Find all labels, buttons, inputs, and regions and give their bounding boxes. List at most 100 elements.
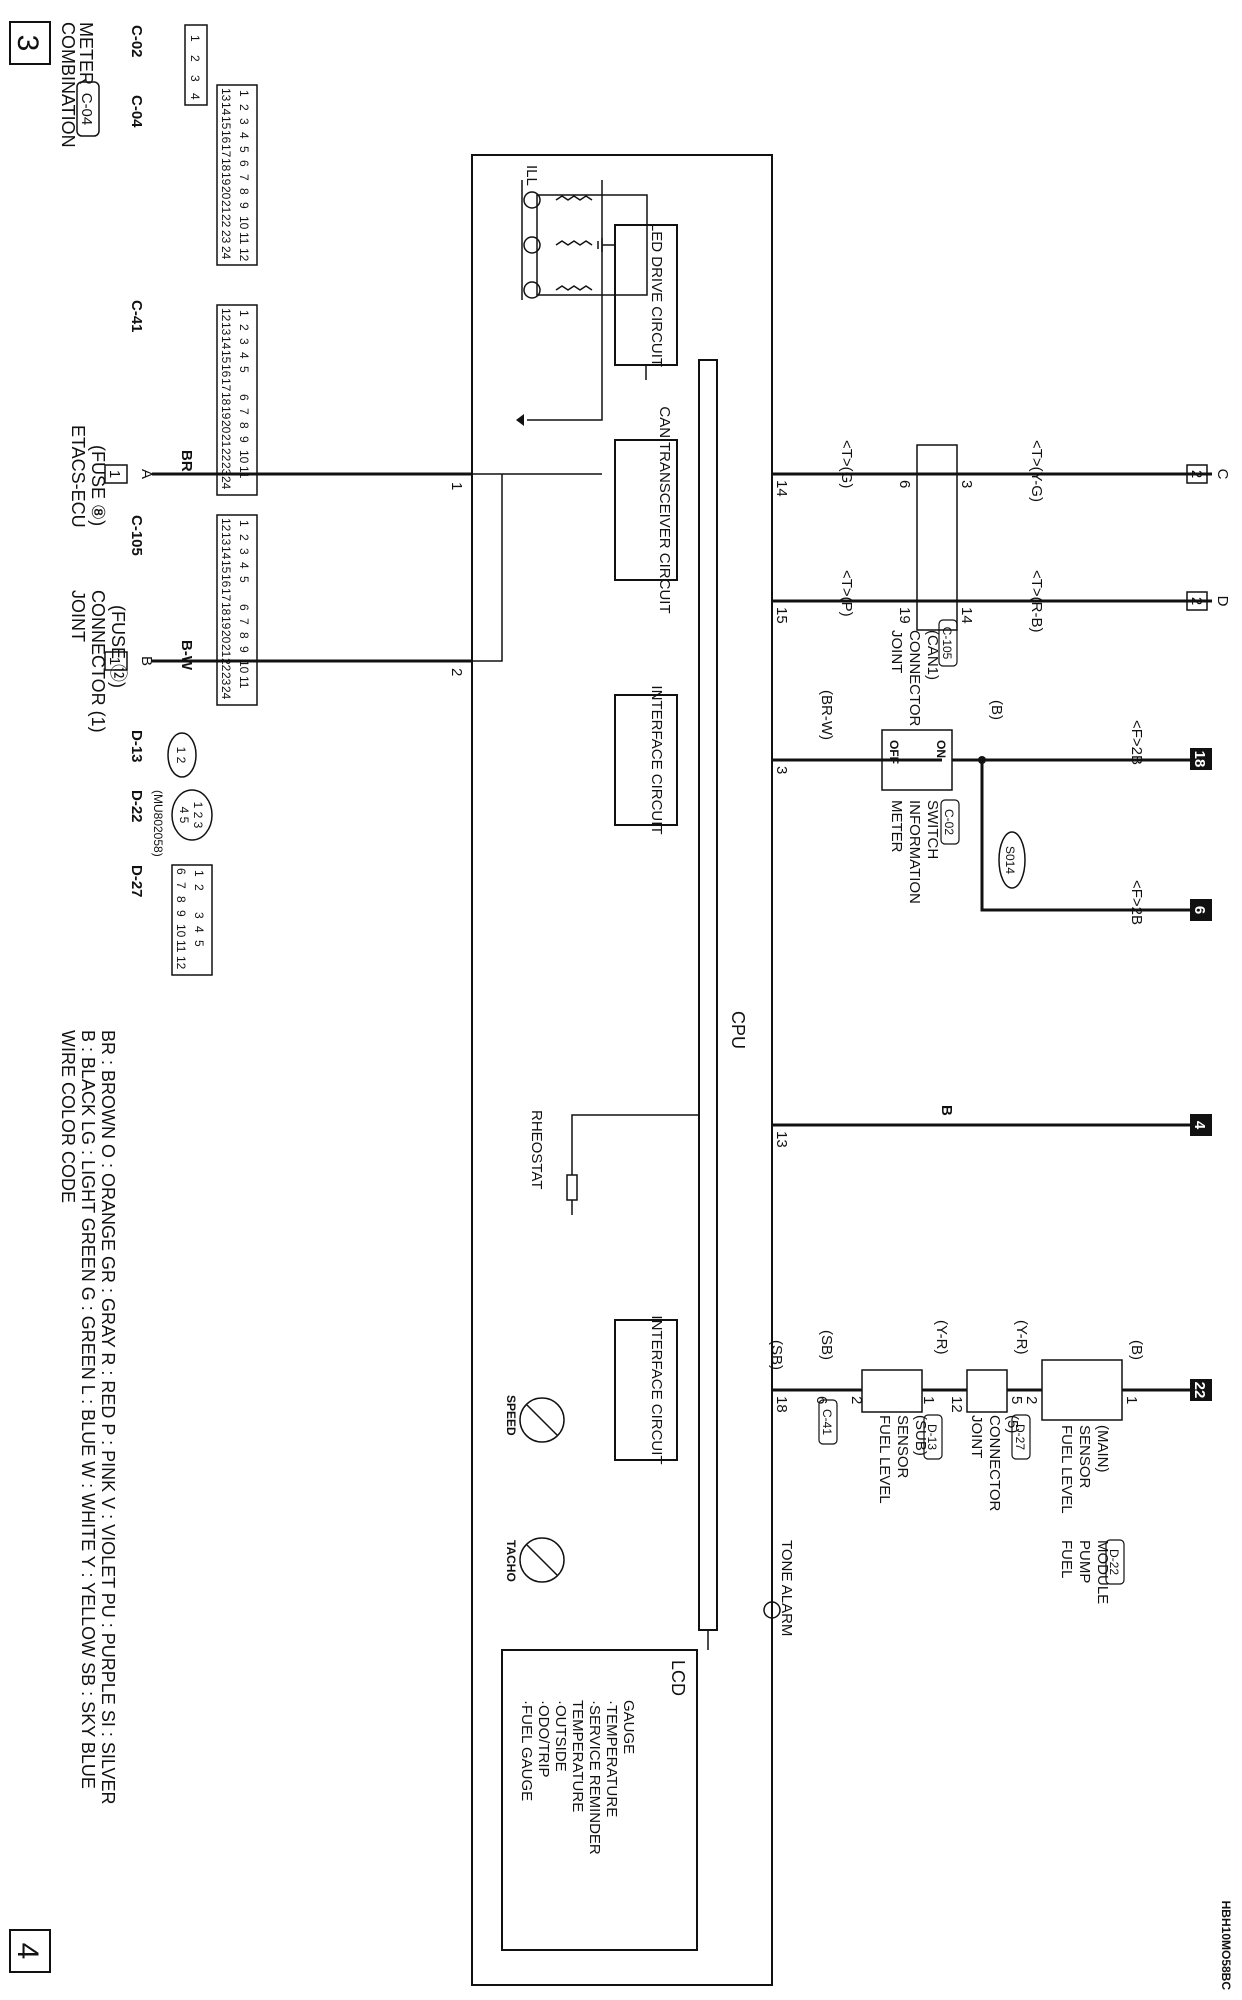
gnd-pin13: 13 xyxy=(773,1131,790,1148)
fuel-jc-l2: CONNECTOR xyxy=(986,1415,1003,1512)
etacs-box: 1 xyxy=(106,470,123,478)
lcd-item-1: ·ODO/TRIP xyxy=(535,1700,552,1778)
svg-text:4: 4 xyxy=(237,132,251,139)
joint-connector-5-box xyxy=(966,1369,1008,1413)
fuel-jc-conn: D-27 xyxy=(1013,1424,1027,1450)
c105-label: C-105 xyxy=(128,515,145,556)
lcd-item-0: ·FUEL GAUGE xyxy=(518,1700,535,1801)
d13-pins: 1 2 xyxy=(174,747,188,764)
gnd6: 6 xyxy=(1191,906,1208,914)
svg-text:3: 3 xyxy=(192,912,206,919)
interface-circuit-2-label: INTERFACE CIRCUIT xyxy=(648,1315,665,1464)
lcd-label: LCD xyxy=(668,1660,688,1696)
svg-text:13: 13 xyxy=(219,532,233,546)
can-j-pin3: 3 xyxy=(958,480,975,488)
c41-label: C-41 xyxy=(128,300,145,333)
etacs-label-2: (FUSE ⑧) xyxy=(88,445,108,526)
sw-l1: METER xyxy=(888,800,905,853)
svg-text:15: 15 xyxy=(219,350,233,364)
legend-row1: B : BLACK LG : LIGHT GREEN G : GREEN L :… xyxy=(78,1030,98,1789)
sw-on: ON xyxy=(934,740,948,758)
can-pin14: 14 xyxy=(773,480,790,497)
svg-text:24: 24 xyxy=(219,246,233,260)
joint-letter: B xyxy=(138,656,155,666)
can-box2b: 2 xyxy=(1188,597,1205,605)
svg-text:2: 2 xyxy=(188,55,202,62)
svg-text:10: 10 xyxy=(237,216,251,230)
gnd4: 4 xyxy=(1191,1121,1208,1130)
page-marker-left: 3 xyxy=(11,35,44,52)
fuel-main-pin1: 1 xyxy=(1123,1396,1140,1404)
svg-text:7: 7 xyxy=(237,408,251,415)
can-letter-c: C xyxy=(1214,469,1231,480)
fuel-main-l2: SENSOR xyxy=(1076,1425,1093,1489)
meter-connector-tag xyxy=(76,81,100,137)
svg-text:11: 11 xyxy=(174,940,188,953)
page-marker-left-box xyxy=(9,21,51,65)
etacs-pin: 1 xyxy=(448,482,465,490)
svg-text:17: 17 xyxy=(219,588,233,602)
joint-label-1: JOINT xyxy=(68,590,88,642)
c04-label: C-04 xyxy=(128,95,145,128)
lcd-item-6: GAUGE xyxy=(620,1700,637,1754)
svg-text:21: 21 xyxy=(219,200,233,214)
sw-f2b-a: <F>2B xyxy=(1128,720,1145,765)
svg-text:3: 3 xyxy=(237,338,251,345)
svg-text:10: 10 xyxy=(237,450,251,464)
lcd-item-5: ·TEMPERATURE xyxy=(603,1700,620,1817)
fuel-main-l1: FUEL LEVEL xyxy=(1058,1425,1075,1514)
fuel-main-l3: (MAIN) xyxy=(1094,1425,1111,1473)
svg-text:11: 11 xyxy=(237,232,251,245)
svg-text:23: 23 xyxy=(219,230,233,244)
svg-text:2: 2 xyxy=(237,104,251,111)
svg-text:1: 1 xyxy=(237,90,251,97)
interface-circuit-2 xyxy=(614,1319,678,1461)
fuel-wire-yr2: (Y-R) xyxy=(1013,1320,1030,1354)
svg-text:12: 12 xyxy=(219,308,233,322)
fuel-mod-conn: D-22 xyxy=(1107,1549,1121,1575)
etacs-label-1: ETACS-ECU xyxy=(68,425,88,528)
d22-face xyxy=(171,789,213,841)
splice-s014 xyxy=(998,831,1026,889)
fuel-sub-l3: (SUB) xyxy=(912,1415,929,1456)
can-j-l1: JOINT xyxy=(888,630,905,673)
svg-text:23: 23 xyxy=(219,672,233,686)
joint-label-2: CONNECTOR (1) xyxy=(88,590,108,733)
page-marker-right: 4 xyxy=(11,1943,44,1960)
sw-conn: C-02 xyxy=(942,809,956,835)
tone-alarm-label: TONE ALARM xyxy=(778,1540,795,1636)
lcd-item-2: ·OUTSIDE xyxy=(552,1700,569,1772)
svg-text:1: 1 xyxy=(188,35,202,42)
svg-text:15: 15 xyxy=(219,560,233,574)
fuel-sub-conn: D-13 xyxy=(925,1424,939,1450)
splice-label: S014 xyxy=(1003,846,1017,874)
interface-circuit-1-label: INTERFACE CIRCUIT xyxy=(648,685,665,834)
fuel-mod-l2: PUMP xyxy=(1076,1540,1093,1583)
meter-title-1: COMBINATION xyxy=(58,22,78,148)
sw-wire-b: (B) xyxy=(988,700,1005,720)
svg-text:9: 9 xyxy=(237,202,251,209)
etacs-letter: A xyxy=(138,469,155,479)
svg-text:4: 4 xyxy=(188,93,202,100)
lcd-item-4: ·SERVICE REMINDER xyxy=(586,1700,603,1855)
d22-label: D-22 xyxy=(128,790,145,823)
sw-l2: INFORMATION xyxy=(906,800,923,904)
svg-text:10: 10 xyxy=(174,924,188,938)
etacs-wire: BR xyxy=(178,450,195,472)
svg-text:5: 5 xyxy=(237,576,251,583)
can-j-l3: (CAN1) xyxy=(924,630,941,680)
svg-text:12: 12 xyxy=(237,248,251,262)
d13-face xyxy=(167,732,197,778)
svg-text:13: 13 xyxy=(219,88,233,102)
svg-text:13: 13 xyxy=(219,322,233,336)
fuel-sub-pin2: 2 xyxy=(848,1396,865,1404)
svg-text:19: 19 xyxy=(219,406,233,420)
fuel-sensor-sub-icon xyxy=(861,1369,923,1413)
speed-label: SPEED xyxy=(504,1395,518,1436)
cpu-bar xyxy=(698,359,718,1631)
fuel-wire-sb2: (SB) xyxy=(818,1330,835,1360)
svg-text:18: 18 xyxy=(219,158,233,172)
svg-text:14: 14 xyxy=(219,546,233,560)
can-j-pin14: 14 xyxy=(958,607,975,624)
